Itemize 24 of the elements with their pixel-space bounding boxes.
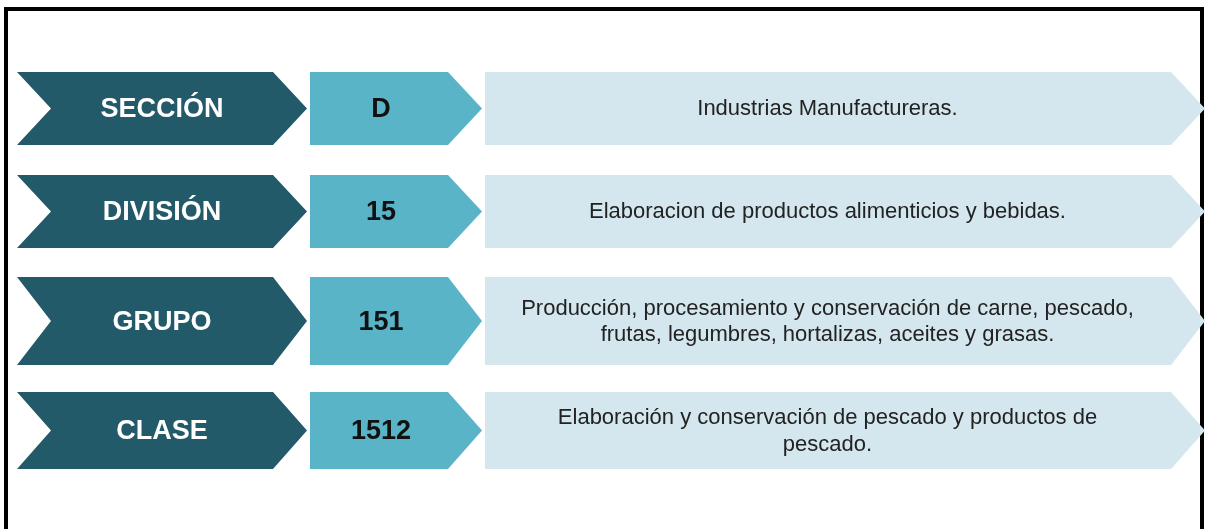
description-band [485,277,1205,365]
code-band [310,392,482,469]
level-name: GRUPO [112,305,212,337]
description-band [485,72,1205,145]
code-band [310,277,482,365]
level-name: CLASE [116,415,208,446]
description-text: Elaboración y conservación de pescado y productos de pescado. [556,404,1099,457]
description-band [485,175,1205,248]
level-name: DIVISIÓN [102,196,222,227]
level-band [17,277,307,365]
description-band [485,392,1205,469]
code-value: 151 [358,305,404,337]
code-value: 15 [365,196,396,227]
code-band [310,175,482,248]
description-text: Industrias Manufactureras. [697,95,958,122]
code-band [310,72,482,145]
code-value: 1512 [350,415,412,446]
level-band [17,72,307,145]
level-band [17,175,307,248]
description-text: Producción, procesamiento y conservación de carne, pescado, frutas, legumbres, hortalizas, aceites y grasas. [520,294,1135,348]
level-band [17,392,307,469]
level-name: SECCIÓN [100,93,224,124]
code-value: D [371,93,391,124]
description-text: Elaboracion de productos alimenticios y bebidas. [589,198,1066,225]
